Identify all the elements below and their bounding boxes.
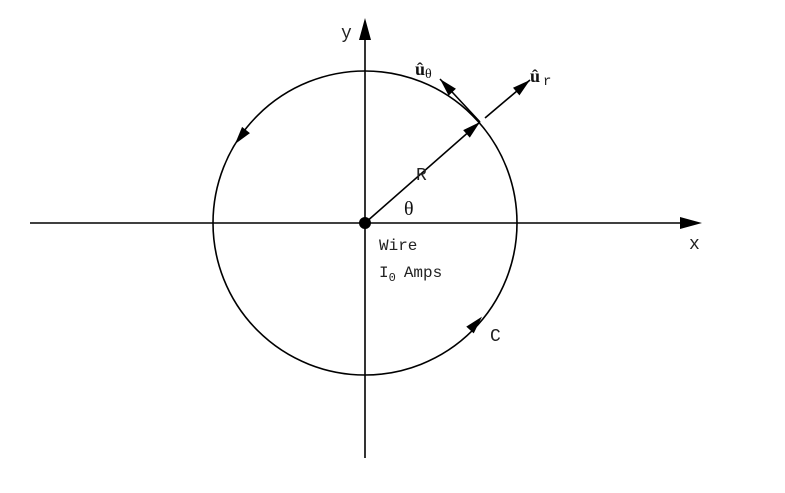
y-axis: [359, 18, 371, 458]
unit-theta-arrow-icon: [440, 79, 456, 96]
contour-circle: [212, 70, 518, 376]
radius-line: [364, 121, 481, 224]
y-axis-arrow-icon: [359, 18, 371, 40]
contour-arrow-top-left-icon: [234, 126, 250, 145]
radius-label: R: [416, 166, 427, 186]
wire-label: Wire: [379, 237, 417, 255]
x-axis-arrow-icon: [680, 217, 702, 229]
x-axis-label: x: [689, 235, 700, 255]
x-axis: [30, 217, 702, 229]
y-axis-label: y: [341, 24, 352, 44]
unit-theta-label: ûθ: [415, 59, 432, 82]
contour-arrow-bottom-right-icon: [466, 316, 483, 334]
contour-label: C: [490, 327, 501, 347]
radius-arrow-icon: [463, 122, 480, 138]
angle-label: θ: [404, 198, 414, 220]
unit-r-arrow-icon: [512, 80, 530, 96]
wire-dot: [359, 217, 371, 229]
